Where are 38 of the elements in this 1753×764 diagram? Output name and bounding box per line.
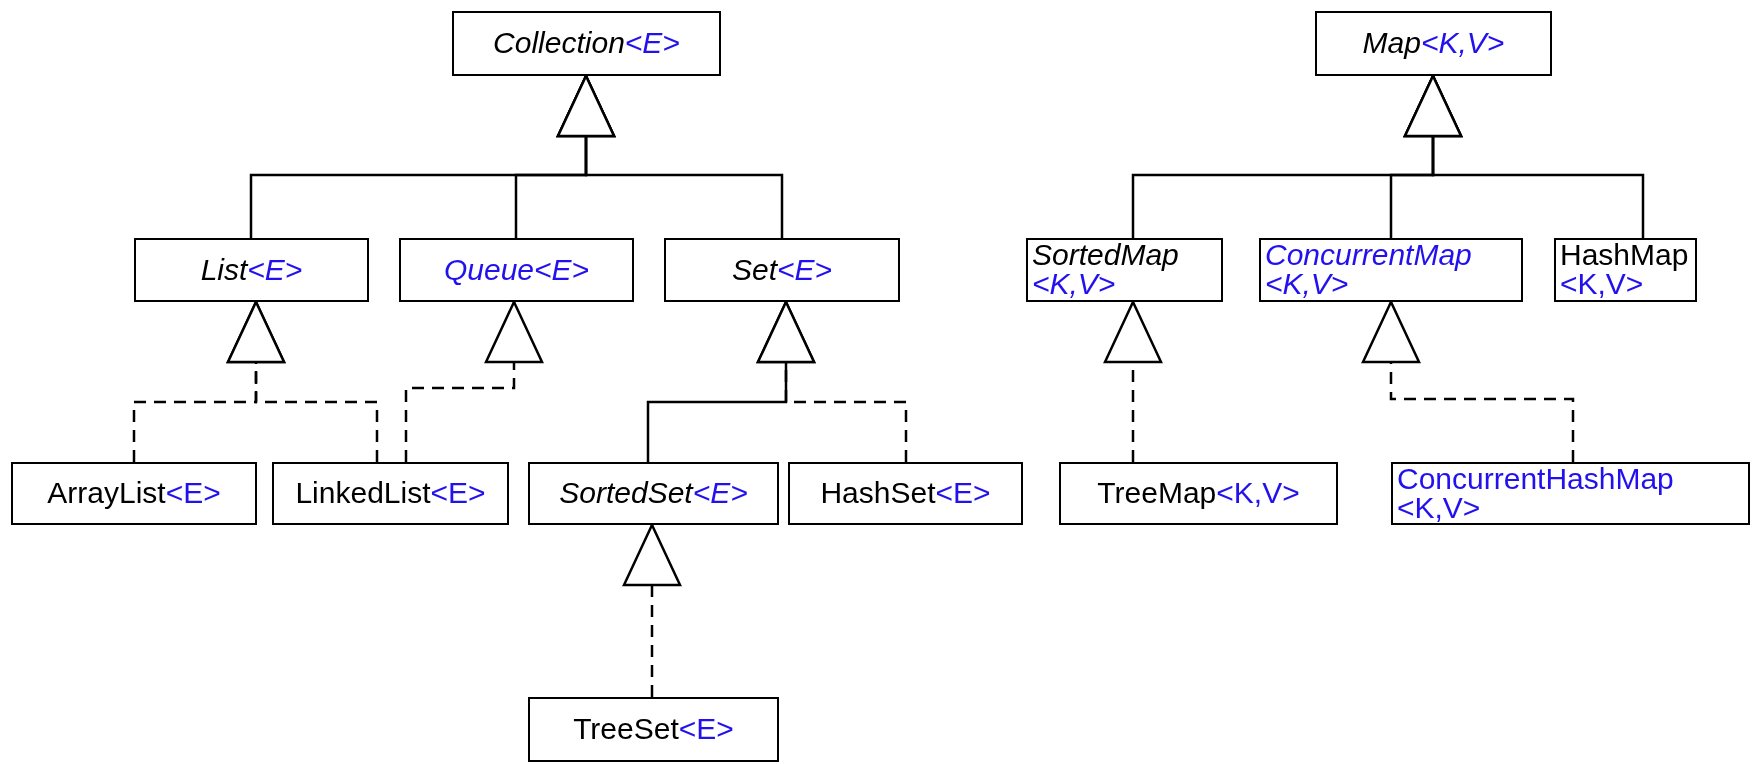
class-box	[452, 11, 721, 76]
class-box	[11, 462, 257, 525]
class-name: TreeSet<E>	[573, 712, 734, 747]
generalization-arrow	[1403, 74, 1645, 238]
class-box	[1259, 238, 1523, 302]
class-name: HashMap<K,V>	[1560, 240, 1689, 299]
class-name: ArrayList<E>	[47, 476, 221, 511]
class-box	[399, 238, 634, 302]
class-name: HashSet<E>	[820, 476, 991, 511]
class-box	[272, 462, 509, 525]
realization-arrow	[622, 523, 682, 697]
generalization-arrow	[646, 300, 816, 462]
class-box	[1554, 238, 1697, 302]
class-box	[1391, 462, 1750, 525]
class-name: List<E>	[200, 252, 303, 288]
class-box	[664, 238, 900, 302]
class-name: TreeMap<K,V>	[1097, 476, 1300, 511]
class-box	[528, 697, 779, 762]
class-name: Queue<E>	[443, 252, 590, 288]
class-name: LinkedList<E>	[295, 476, 486, 511]
class-box	[788, 462, 1023, 525]
class-box	[1059, 462, 1338, 525]
realization-arrow	[1103, 300, 1163, 462]
realization-arrow	[226, 300, 379, 462]
class-box	[1026, 238, 1223, 302]
class-name: ConcurrentMap<K,V>	[1265, 240, 1472, 299]
class-name: ConcurrentHashMap<K,V>	[1397, 464, 1674, 523]
class-box	[1315, 11, 1552, 76]
realization-arrow	[404, 300, 544, 462]
generalization-arrow	[556, 74, 784, 238]
class-box	[134, 238, 369, 302]
class-name: Map<K,V>	[1362, 26, 1505, 61]
class-box	[528, 462, 779, 525]
class-name: SortedMap<K,V>	[1032, 240, 1179, 299]
class-name: Collection<E>	[493, 26, 680, 61]
class-name: SortedSet<E>	[559, 476, 748, 511]
realization-arrow	[1361, 300, 1575, 462]
class-name: Set<E>	[731, 252, 833, 288]
